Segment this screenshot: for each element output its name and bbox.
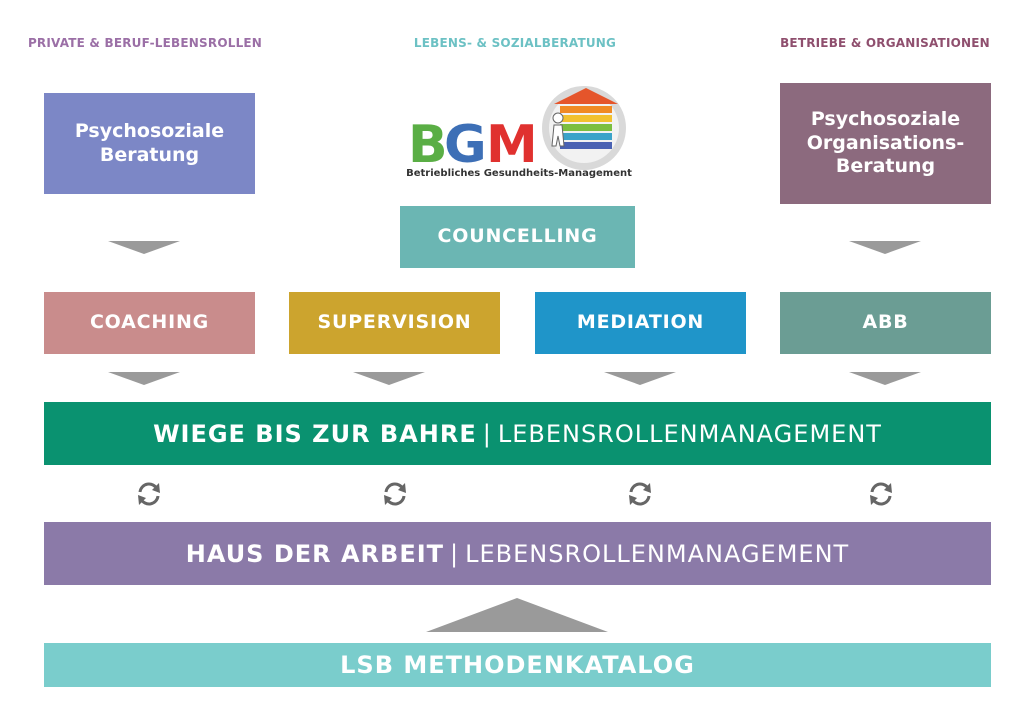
down-triangle-icon	[353, 372, 425, 385]
down-triangle-icon	[604, 372, 676, 385]
refresh-cycle-icon	[138, 482, 160, 506]
organisations-beratung-box: Psychosoziale Organisations- Beratung	[780, 83, 991, 204]
coaching-box: COACHING	[44, 292, 255, 354]
psychosoziale-beratung-box: Psychosoziale Beratung	[44, 93, 255, 194]
haus-light-label: LEBENSROLLENMANAGEMENT	[465, 539, 850, 568]
supervision-label: SUPERVISION	[317, 311, 472, 334]
councelling-box: COUNCELLING	[400, 206, 635, 268]
refresh-cycle-icon	[870, 482, 892, 506]
heading-private-beruf: PRIVATE & BERUF-LEBENSROLLEN	[27, 36, 263, 50]
heading-betriebe-organisationen: BETRIEBE & ORGANISATIONEN	[780, 36, 990, 50]
bgm-letter-b: B	[408, 115, 448, 175]
bgm-logo-caption: Betriebliches Gesundheits-Management	[406, 168, 632, 179]
down-triangle-icon	[108, 241, 180, 254]
bgm-logo: B G M	[404, 84, 634, 188]
refresh-cycle-icon	[384, 482, 406, 506]
abb-label: ABB	[862, 311, 909, 334]
band-separator: |	[482, 419, 492, 448]
down-triangle-icon	[849, 241, 921, 254]
bgm-letter-g: G	[444, 115, 487, 175]
bgm-letter-m: M	[486, 115, 538, 175]
psychosoziale-beratung-label: Psychosoziale Beratung	[74, 119, 225, 166]
band-separator: |	[450, 539, 460, 568]
councelling-label: COUNCELLING	[437, 225, 598, 248]
lsb-methodenkatalog-band: LSB METHODENKATALOG	[44, 643, 991, 687]
lsb-methodenkatalog-label: LSB METHODENKATALOG	[340, 651, 695, 679]
supervision-box: SUPERVISION	[289, 292, 500, 354]
mediation-box: MEDIATION	[535, 292, 746, 354]
heading-lebens-sozialberatung: LEBENS- & SOZIALBERATUNG	[413, 36, 617, 50]
coaching-label: COACHING	[89, 311, 210, 334]
wiege-bold-label: WIEGE BIS ZUR BAHRE	[153, 419, 477, 448]
down-triangle-icon	[108, 372, 180, 385]
refresh-cycle-icon	[629, 482, 651, 506]
bgm-logo-graphic: B G M	[408, 86, 626, 175]
mediation-label: MEDIATION	[576, 311, 705, 334]
organisations-beratung-label: Psychosoziale Organisations- Beratung	[806, 107, 965, 178]
down-triangle-icon	[849, 372, 921, 385]
wiege-light-label: LEBENSROLLENMANAGEMENT	[497, 419, 882, 448]
haus-der-arbeit-band: HAUS DER ARBEIT|LEBENSROLLENMANAGEMENT	[44, 522, 991, 585]
abb-box: ABB	[780, 292, 991, 354]
wiege-bis-zur-bahre-band: WIEGE BIS ZUR BAHRE|LEBENSROLLENMANAGEME…	[44, 402, 991, 465]
up-triangle-icon	[426, 598, 608, 632]
haus-bold-label: HAUS DER ARBEIT	[185, 539, 445, 568]
